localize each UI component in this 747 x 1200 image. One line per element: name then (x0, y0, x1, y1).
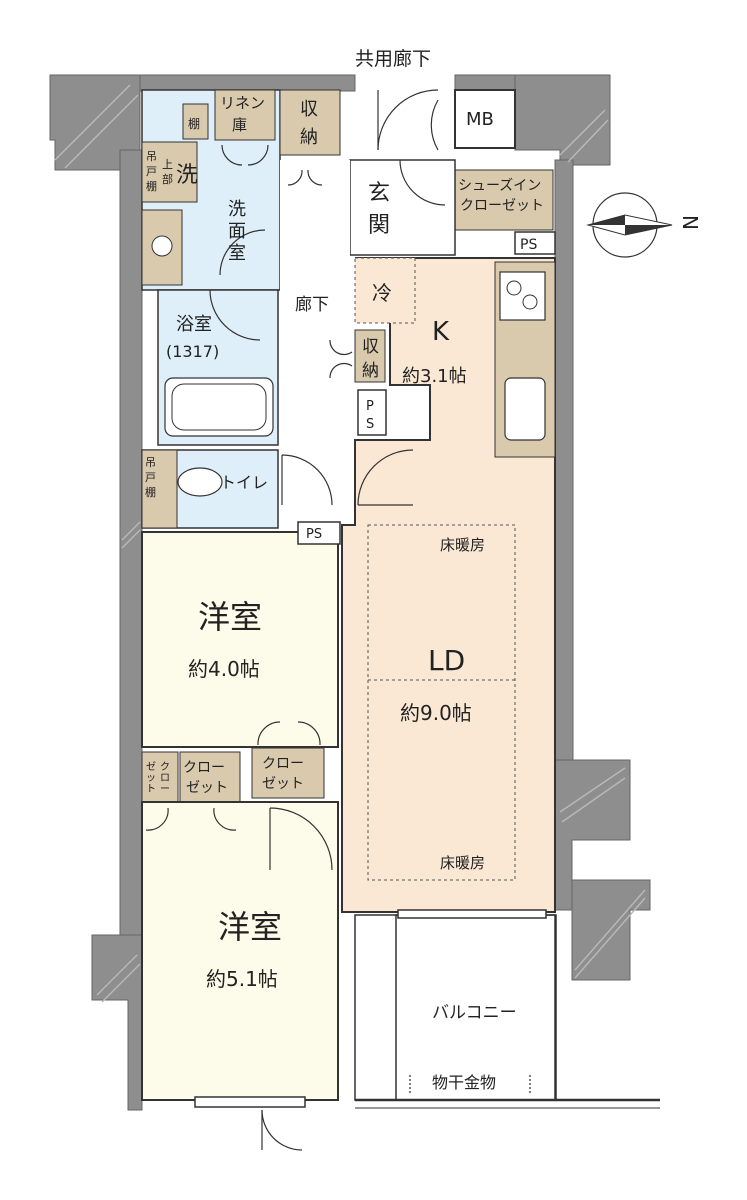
label-washroom-2: 面 (228, 221, 246, 242)
shelf-block (182, 103, 209, 140)
laundry-hardware-markers (409, 1075, 531, 1095)
label-hall-storage-2: 納 (362, 361, 379, 381)
room-labels: 共用廊下 MB リネン 庫 収 納 棚 吊 戸 棚 上 部 洗 洗 面 室 玄 … (145, 48, 702, 1092)
label-bath: 浴室 (176, 314, 212, 335)
label-ld: LD (428, 644, 465, 677)
label-western1: 洋室 (198, 598, 262, 636)
label-upper-cab-toilet-1: 吊 (145, 456, 156, 469)
label-upper-cab-1: 吊 (146, 150, 157, 163)
bathtub (164, 377, 274, 437)
label-washroom-3: 室 (228, 243, 246, 264)
label-kitchen-size: 約3.1帖 (402, 366, 467, 387)
svg-text:ゼ: ゼ (146, 761, 156, 773)
label-mb: MB (466, 109, 494, 130)
compass-icon (586, 192, 673, 258)
label-upper-cab-toilet-2: 戸 (145, 471, 156, 484)
label-floor-heating-bottom: 床暖房 (440, 854, 485, 872)
circulation (280, 159, 456, 525)
western-room-2 (141, 801, 339, 1101)
label-upper-part-2: 部 (162, 172, 173, 186)
label-upper-cab-2: 戸 (146, 165, 157, 178)
wall-hatching (54, 84, 646, 1003)
structural-walls (49, 74, 651, 1111)
label-ld-size: 約9.0帖 (400, 701, 472, 725)
kitchen-counter (494, 261, 556, 458)
label-washroom-1: 洗 (228, 199, 246, 220)
label-hall-storage-1: 収 (362, 337, 379, 357)
label-hallway: 廊下 (295, 295, 329, 315)
stove (499, 271, 546, 321)
label-toilet: トイレ (220, 473, 268, 492)
label-linen-1: リネン (220, 94, 265, 112)
sink (504, 377, 546, 441)
label-storage-top-1: 収 (300, 99, 318, 120)
label-linen-2: 庫 (232, 116, 247, 134)
door-swings (145, 89, 446, 1151)
label-western1-size: 約4.0帖 (188, 657, 260, 681)
upper-cabinet-toilet (141, 449, 178, 529)
label-small-closet-a: クロー (183, 760, 225, 776)
balcony (354, 914, 660, 1109)
label-shelf: 棚 (188, 116, 200, 131)
svg-text:ク: ク (160, 761, 170, 773)
closet-wr1 (251, 747, 325, 799)
upper-cabinet-wash (141, 141, 198, 203)
label-laundry-hardware: 物干金物 (432, 1073, 496, 1092)
basin-circle (151, 235, 173, 257)
label-closet-2: ゼット (262, 776, 304, 792)
label-upper-cab-3: 棚 (146, 179, 157, 193)
storage-blocks (141, 89, 554, 803)
label-western2: 洋室 (218, 908, 282, 946)
storage-top (279, 89, 341, 156)
label-wash: 洗 (176, 163, 198, 188)
label-small-closet-b: ゼット (186, 780, 228, 796)
label-kitchen: K (432, 317, 450, 347)
western-room-1 (141, 531, 339, 748)
label-fridge: 冷 (372, 281, 392, 305)
floor-heating-zones (367, 524, 516, 881)
label-ps-mid: PS (306, 527, 322, 542)
label-floor-heating-top: 床暖房 (440, 536, 485, 554)
label-ps-s: S (366, 417, 374, 432)
toilet-bowl (177, 467, 223, 497)
ps-boxes (297, 231, 556, 545)
label-entrance-1: 玄 (368, 181, 390, 206)
svg-text:ロ: ロ (160, 773, 170, 784)
label-balcony: バルコニー (432, 1003, 517, 1023)
label-western2-size: 約5.1帖 (206, 967, 278, 991)
closet-wr2 (179, 751, 241, 803)
shoes-closet-shelf (454, 169, 554, 231)
svg-text:ー: ー (160, 784, 170, 795)
label-storage-top-2: 納 (300, 127, 318, 148)
hallway-floor (280, 160, 350, 525)
hall-storage (354, 329, 386, 383)
windows (194, 909, 547, 1108)
label-shoes-closet-1: シューズイン (458, 178, 541, 194)
label-closet-1: クロー (262, 756, 304, 772)
label-shoes-closet-2: クローゼット (460, 198, 544, 214)
label-corridor-shared: 共用廊下 (355, 48, 431, 70)
linen-storage (214, 89, 276, 141)
svg-text:ッ: ッ (146, 773, 156, 784)
label-upper-cab-toilet-3: 棚 (145, 485, 156, 499)
label-bath-size: (1317) (166, 342, 219, 361)
svg-text:ト: ト (146, 784, 156, 795)
western-rooms (141, 531, 339, 1101)
vertical-closet-label: ゼット クロー (146, 761, 170, 795)
entrance (349, 159, 456, 256)
label-upper-part-1: 上 (162, 158, 173, 171)
label-ps-top: PS (520, 237, 537, 253)
label-entrance-2: 関 (368, 213, 390, 238)
label-ps-p: P (366, 399, 374, 414)
label-north: N (678, 215, 702, 230)
